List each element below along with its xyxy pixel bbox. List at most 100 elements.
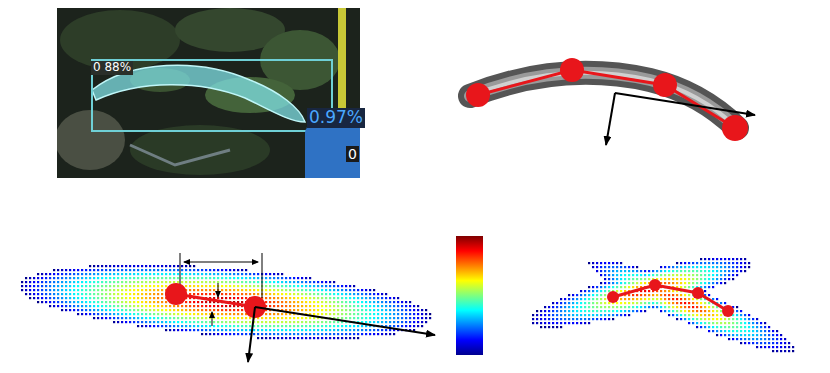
cloud-point <box>105 313 107 315</box>
cloud-point <box>580 298 582 300</box>
cloud-point <box>217 325 219 327</box>
cloud-point <box>253 293 255 295</box>
cloud-point <box>89 281 91 283</box>
cloud-point <box>696 270 698 272</box>
cloud-point <box>193 301 195 303</box>
cloud-point <box>85 285 87 287</box>
cloud-point <box>149 309 151 311</box>
cloud-point <box>325 333 327 335</box>
cloud-point <box>708 322 710 324</box>
cloud-point <box>377 333 379 335</box>
cloud-point <box>349 293 351 295</box>
cloud-point <box>249 317 251 319</box>
cloud-point <box>285 277 287 279</box>
cloud-point <box>45 293 47 295</box>
cloud-point <box>365 301 367 303</box>
cloud-point <box>612 278 614 280</box>
cloud-point <box>405 305 407 307</box>
cloud-point <box>105 265 107 267</box>
cloud-point <box>245 289 247 291</box>
cloud-point <box>281 337 283 339</box>
cloud-point <box>305 297 307 299</box>
cloud-point <box>688 266 690 268</box>
cloud-point <box>37 293 39 295</box>
cloud-point <box>153 265 155 267</box>
cloud-point <box>117 313 119 315</box>
cloud-point <box>600 302 602 304</box>
cloud-point <box>285 297 287 299</box>
cloud-point <box>157 269 159 271</box>
cloud-point <box>65 285 67 287</box>
cloud-point <box>349 297 351 299</box>
cloud-point <box>704 322 706 324</box>
cloud-point <box>89 269 91 271</box>
cloud-point <box>696 318 698 320</box>
cloud-point <box>405 301 407 303</box>
cloud-point <box>696 266 698 268</box>
cloud-point <box>321 321 323 323</box>
cloud-point <box>301 317 303 319</box>
cloud-point <box>421 309 423 311</box>
cloud-point <box>53 293 55 295</box>
cloud-point <box>337 333 339 335</box>
cloud-point <box>149 281 151 283</box>
cloud-point <box>409 313 411 315</box>
cloud-point <box>620 298 622 300</box>
cloud-point <box>357 325 359 327</box>
cloud-point <box>189 265 191 267</box>
cloud-point <box>205 325 207 327</box>
cloud-point <box>636 266 638 268</box>
cloud-point <box>672 314 674 316</box>
cloud-point <box>301 297 303 299</box>
cloud-point <box>269 337 271 339</box>
cloud-point <box>365 317 367 319</box>
cloud-point <box>349 309 351 311</box>
cloud-point <box>113 297 115 299</box>
cloud-point <box>161 269 163 271</box>
cloud-point <box>397 305 399 307</box>
cloud-point <box>101 265 103 267</box>
cloud-point <box>117 269 119 271</box>
cloud-point <box>109 313 111 315</box>
cloud-point <box>365 309 367 311</box>
cloud-point <box>257 273 259 275</box>
cloud-point <box>161 273 163 275</box>
cloud-point <box>277 301 279 303</box>
cloud-point <box>137 297 139 299</box>
cloud-point <box>325 325 327 327</box>
cloud-point <box>61 305 63 307</box>
cloud-point <box>377 293 379 295</box>
cloud-point <box>309 277 311 279</box>
cloud-point <box>177 317 179 319</box>
cloud-point <box>728 258 730 260</box>
cloud-point <box>620 278 622 280</box>
cloud-point <box>692 318 694 320</box>
cloud-point <box>261 325 263 327</box>
cloud-point <box>293 277 295 279</box>
cloud-point <box>365 329 367 331</box>
cloud-point <box>600 318 602 320</box>
cloud-point <box>301 281 303 283</box>
cloud-point <box>229 269 231 271</box>
cloud-point <box>121 277 123 279</box>
cloud-point <box>169 281 171 283</box>
cloud-point <box>325 313 327 315</box>
cloud-point <box>624 314 626 316</box>
cloud-point <box>81 305 83 307</box>
cloud-point <box>405 317 407 319</box>
cloud-point <box>624 266 626 268</box>
cloud-point <box>265 337 267 339</box>
cloud-point <box>229 329 231 331</box>
cloud-point <box>113 305 115 307</box>
cloud-point <box>105 277 107 279</box>
cloud-point <box>137 317 139 319</box>
cloud-point <box>309 325 311 327</box>
cloud-point <box>664 294 666 296</box>
cloud-point <box>305 277 307 279</box>
cloud-point <box>217 277 219 279</box>
cloud-point <box>249 285 251 287</box>
cloud-point <box>69 277 71 279</box>
cloud-point <box>660 294 662 296</box>
cloud-point <box>81 269 83 271</box>
cloud-point <box>724 274 726 276</box>
